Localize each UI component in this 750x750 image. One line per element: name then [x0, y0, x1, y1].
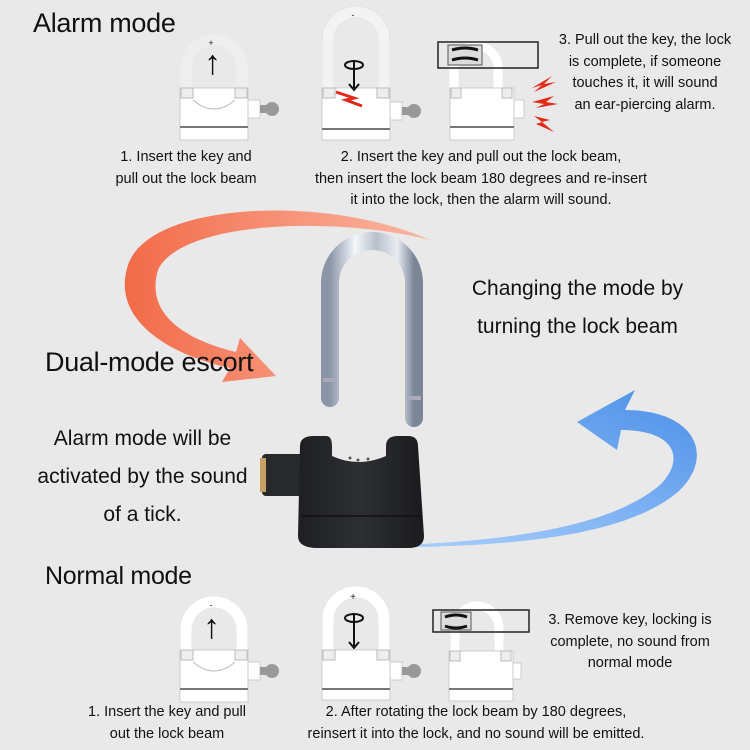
- text-line: of a tick.: [103, 503, 182, 526]
- lightning-icon: [532, 76, 558, 132]
- caption-line: out the lock beam: [109, 725, 225, 742]
- alarm-step1-caption: 1. Insert the key and pull out the lock …: [106, 147, 266, 190]
- text-line: activated by the sound: [37, 465, 248, 488]
- shackle-image: [321, 232, 423, 427]
- normal-step1-caption: 1. Insert the key and pull out the lock …: [72, 702, 262, 745]
- caption-line: 3. Remove key, locking is: [548, 612, 712, 628]
- svg-text:-: -: [210, 600, 213, 610]
- caption-line: an ear-piercing alarm.: [574, 96, 716, 113]
- dual-mode-title: Dual-mode escort: [45, 347, 254, 377]
- padlock-diagram-normal-step1: -: [179, 596, 279, 703]
- text-line: turning the lock beam: [477, 315, 678, 338]
- normal-mode-title: Normal mode: [45, 562, 192, 590]
- padlock-diagram-normal-step3: [432, 601, 530, 702]
- caption-line: 2. After rotating the lock beam by 180 d…: [325, 704, 627, 720]
- up-arrow-icon: ↑: [203, 608, 220, 646]
- caption-line: complete, no sound from: [550, 633, 710, 650]
- caption-line: reinsert it into the lock, and no sound …: [307, 725, 645, 742]
- padlock-diagram-alarm-step1: +: [179, 34, 279, 141]
- normal-step2-caption: 2. After rotating the lock beam by 180 d…: [276, 702, 676, 745]
- caption-line: then insert the lock beam 180 degrees an…: [314, 170, 648, 187]
- svg-text:+: +: [208, 38, 213, 48]
- caption-line: normal mode: [587, 655, 673, 671]
- alarm-mode-title: Alarm mode: [33, 8, 176, 38]
- caption-line: it into the lock, then the alarm will so…: [350, 192, 612, 208]
- caption-line: 2. Insert the key and pull out the lock …: [340, 149, 622, 165]
- caption-line: is complete, if someone: [568, 53, 722, 70]
- up-arrow-icon: ↑: [204, 44, 221, 82]
- lock-body-image: [260, 436, 424, 548]
- svg-text:-: -: [352, 10, 355, 20]
- alarm-step3-caption: 3. Pull out the key, the lock is complet…: [536, 30, 750, 116]
- caption-line: 1. Insert the key and pull: [88, 704, 246, 720]
- changing-mode-text: Changing the mode by turning the lock be…: [455, 270, 700, 346]
- text-line: Alarm mode will be: [53, 427, 232, 450]
- padlock-diagram-normal-step2: +: [321, 586, 421, 701]
- alarm-step2-caption: 2. Insert the key and pull out the lock …: [296, 147, 666, 212]
- caption-line: touches it, it will sound: [572, 75, 718, 91]
- svg-text:+: +: [350, 592, 356, 603]
- padlock-diagram-alarm-step2: -: [321, 6, 421, 141]
- caption-line: 3. Pull out the key, the lock: [558, 32, 732, 48]
- caption-line: pull out the lock beam: [115, 170, 257, 187]
- caption-line: 1. Insert the key and: [120, 149, 252, 165]
- normal-step3-caption: 3. Remove key, locking is complete, no s…: [520, 610, 740, 675]
- padlock-diagram-alarm-step3: [437, 41, 539, 141]
- text-line: Changing the mode by: [471, 277, 684, 300]
- activation-text: Alarm mode will be activated by the soun…: [20, 420, 265, 534]
